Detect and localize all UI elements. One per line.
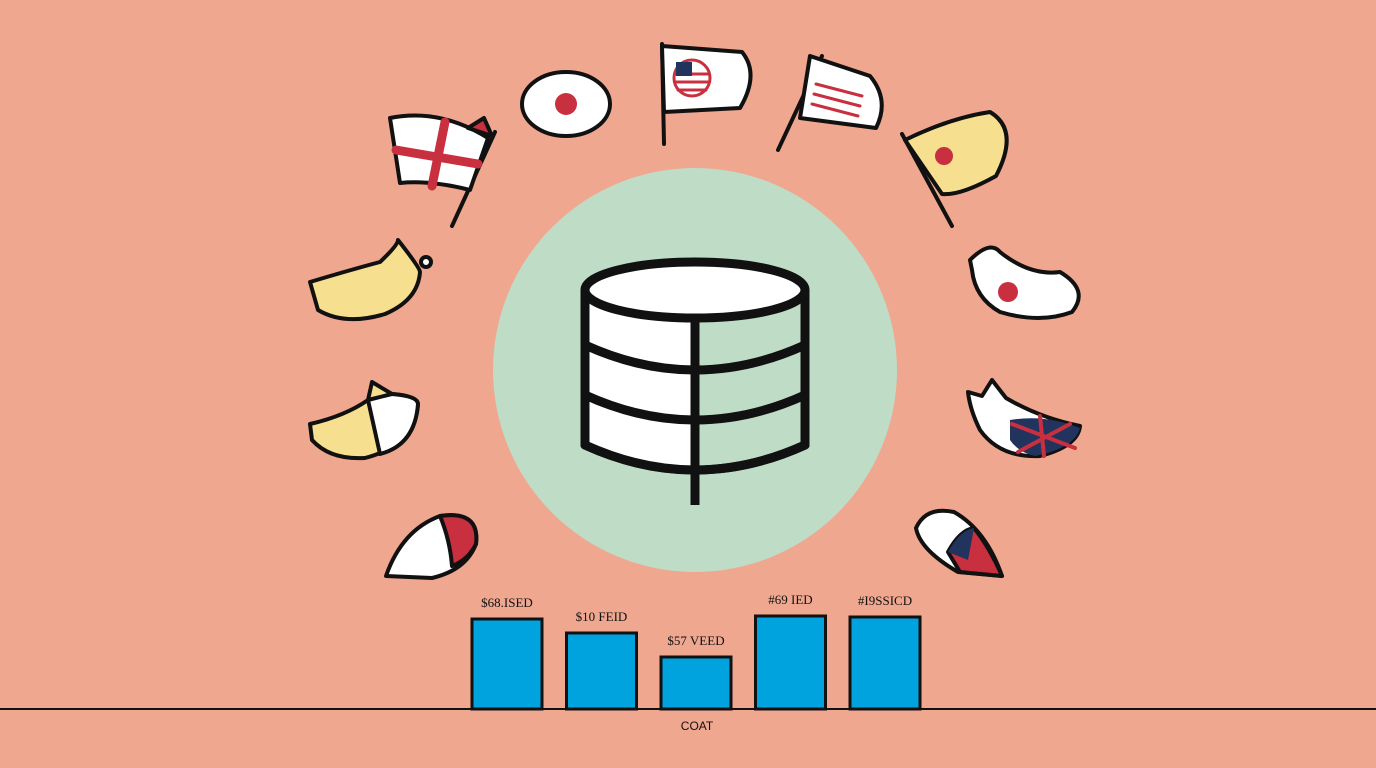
striped-flag-icon: [776, 54, 884, 152]
bar-3: [754, 614, 827, 711]
white-red-flag-icon: [384, 513, 479, 580]
navy-red-flag-icon: [914, 508, 1004, 578]
yellow-flag-left-icon: [308, 238, 433, 322]
union-flag-icon: [966, 378, 1082, 459]
bar-4: [848, 615, 922, 711]
bar-2: [659, 655, 733, 711]
yellow-white-flag-icon: [308, 380, 420, 461]
england-flag-icon: [388, 113, 497, 228]
bar-0: [470, 617, 544, 711]
bar-1: [565, 631, 638, 711]
bar-label-2: $57 VEED: [667, 633, 725, 648]
japan-flag-icon: [520, 70, 612, 138]
japan-flag-right-icon: [968, 245, 1081, 320]
spain-flag-icon: [900, 110, 1009, 228]
database-icon: [580, 257, 810, 505]
usa-flag-icon: [660, 42, 753, 146]
x-axis-label: COAT: [680, 719, 714, 733]
bar-label-0: $68.ISED: [481, 595, 533, 610]
bar-label-3: #69 IED: [768, 592, 813, 607]
bar-label-1: $10 FEID: [575, 609, 628, 624]
bar-label-4: #I9SSICD: [857, 593, 913, 608]
bar-chart: [0, 614, 1376, 711]
